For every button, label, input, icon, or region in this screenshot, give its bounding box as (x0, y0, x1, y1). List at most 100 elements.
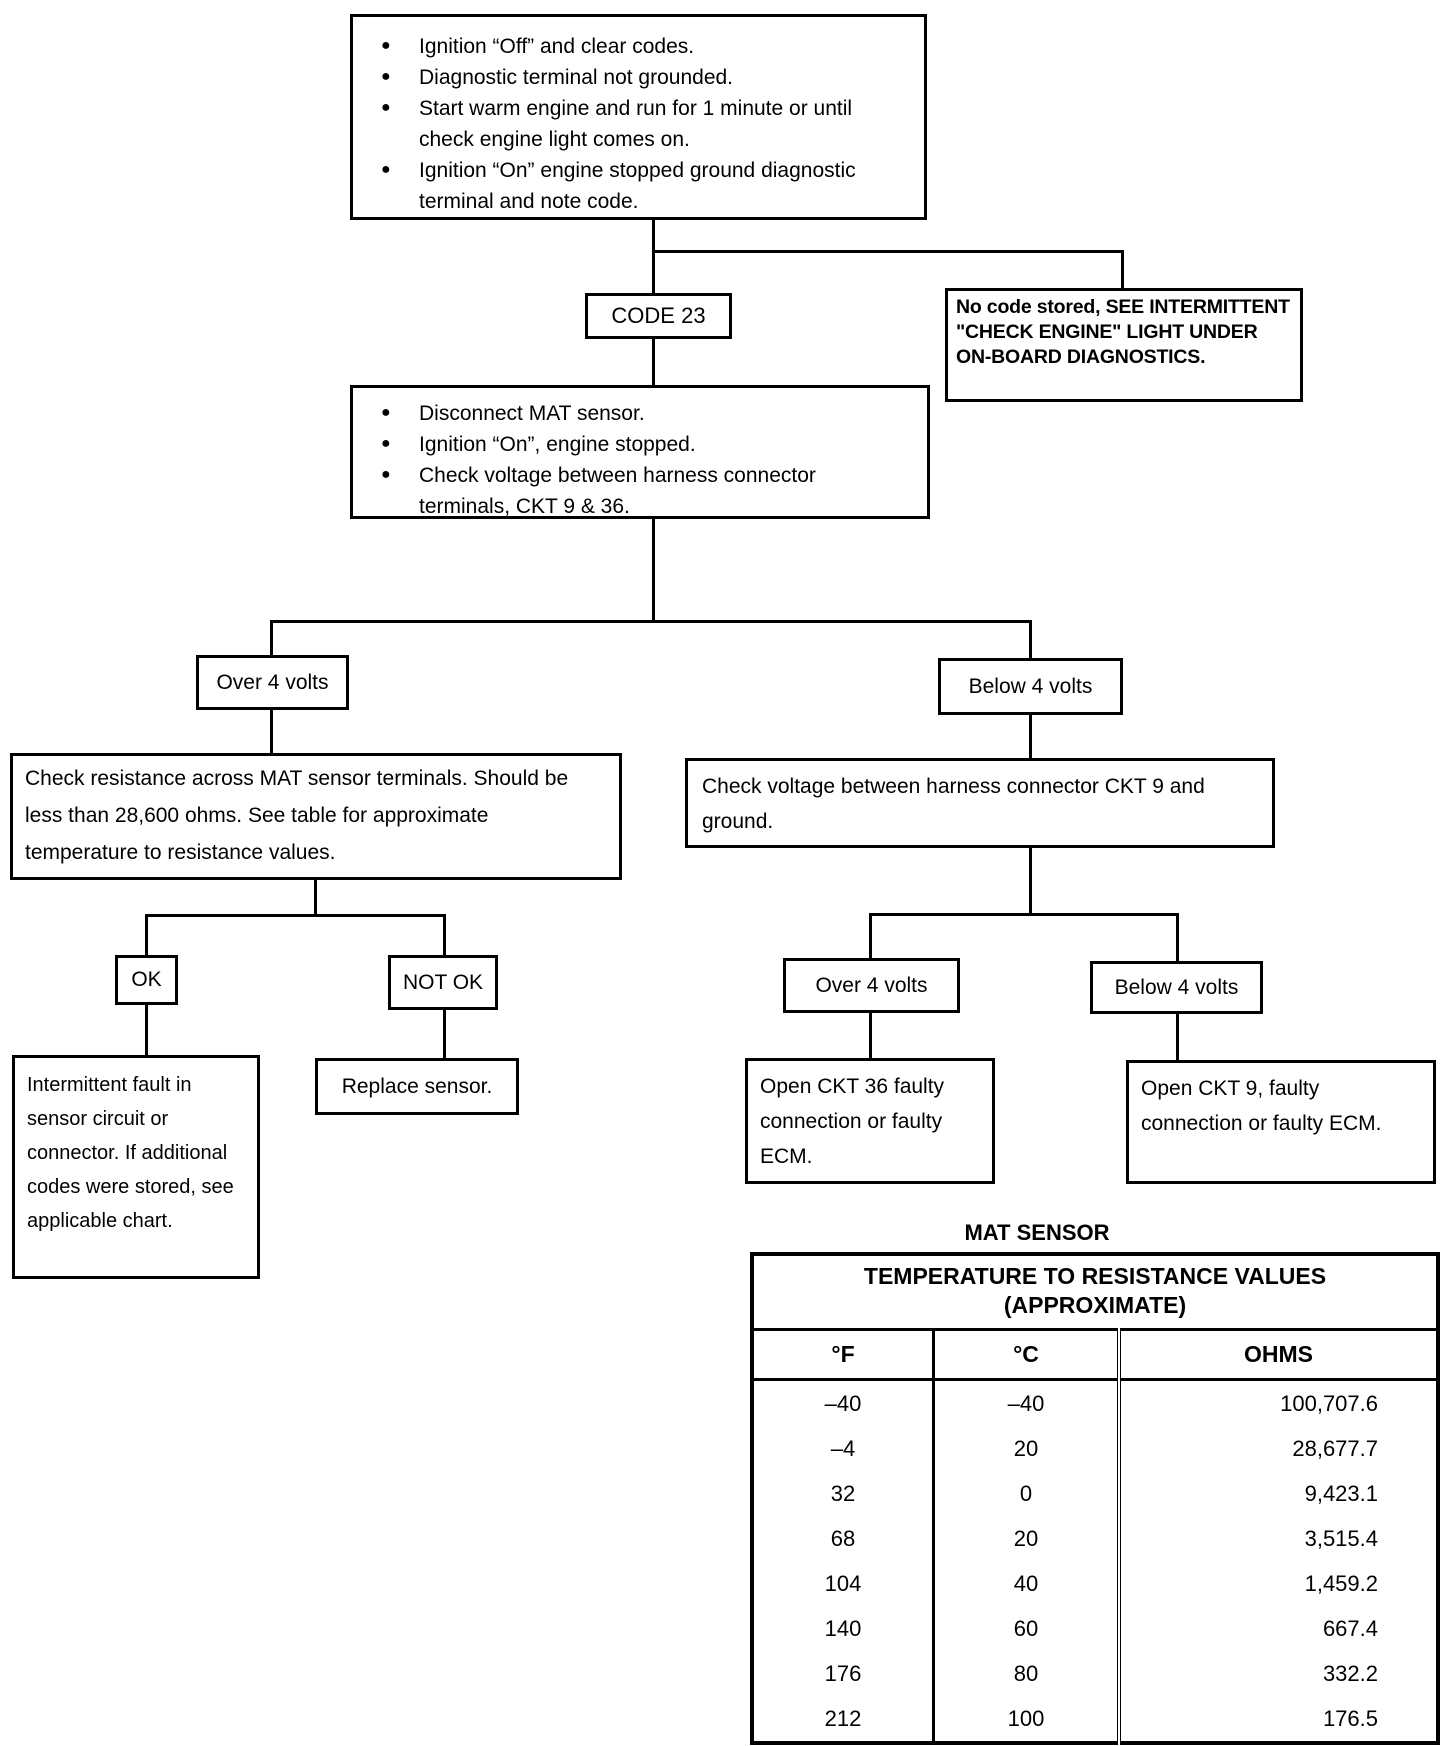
column-header-ohms: OHMS (1117, 1329, 1438, 1381)
bullet-icon: ● (381, 404, 391, 421)
list-item: ● Ignition “On”, engine stopped. (377, 429, 911, 460)
connector-line (652, 519, 655, 623)
open-ckt36-box: Open CKT 36 faulty connection or faulty … (745, 1058, 995, 1184)
table-row: 104 40 1,459.2 (752, 1561, 1438, 1606)
connector-line (443, 914, 446, 957)
list-item: ● Start warm engine and run for 1 minute… (377, 93, 908, 155)
test-step-text: Ignition “On”, engine stopped. (419, 433, 696, 456)
setup-step-text: Diagnostic terminal not grounded. (419, 66, 734, 89)
setup-step-text: Ignition “Off” and clear codes. (419, 35, 695, 58)
connector-line (145, 914, 446, 917)
table-caption-line2: (APPROXIMATE) (1003, 1292, 1187, 1318)
not-ok-box: NOT OK (388, 955, 498, 1010)
check-voltage-ground-box: Check voltage between harness connector … (685, 758, 1275, 848)
connector-line (145, 914, 148, 957)
below-4-volts-box-right: Below 4 volts (938, 658, 1123, 715)
table-cell: 32 (752, 1471, 935, 1516)
connector-line (869, 1013, 872, 1060)
table-caption-row: TEMPERATURE TO RESISTANCE VALUES (APPROX… (752, 1254, 1438, 1331)
table-cell: –40 (1007, 1390, 1045, 1416)
column-header-celsius: °C (933, 1329, 1119, 1381)
connector-line (1029, 715, 1032, 760)
table-row: 68 20 3,515.4 (752, 1516, 1438, 1561)
check-resistance-box: Check resistance across MAT sensor termi… (10, 753, 622, 880)
bullet-icon: ● (381, 99, 391, 116)
table-cell: 28,677.7 (1117, 1426, 1438, 1471)
setup-step-text: Ignition “On” engine stopped ground diag… (419, 159, 856, 213)
connector-line (1029, 848, 1032, 916)
connector-line (1176, 913, 1179, 963)
table-cell: 100 (1007, 1705, 1045, 1731)
table-cell: 40 (1013, 1570, 1039, 1596)
test-steps-box: ● Disconnect MAT sensor. ● Ignition “On”… (350, 385, 930, 519)
bullet-icon: ● (381, 466, 391, 483)
list-item: ● Check voltage between harness connecto… (377, 460, 911, 522)
connector-line (869, 913, 1179, 916)
test-step-text: Check voltage between harness connector … (419, 464, 816, 518)
connector-line (1029, 620, 1032, 660)
list-item: ● Ignition “On” engine stopped ground di… (377, 155, 908, 217)
table-cell: 68 (752, 1516, 935, 1561)
table-cell: 212 (752, 1696, 935, 1743)
table-cell: 9,423.1 (1117, 1471, 1438, 1516)
temperature-resistance-table: TEMPERATURE TO RESISTANCE VALUES (APPROX… (750, 1252, 1440, 1745)
list-item: ● Disconnect MAT sensor. (377, 398, 911, 429)
connector-line (1121, 250, 1124, 290)
table-cell: –40 (752, 1379, 935, 1426)
connector-line (270, 620, 1032, 623)
intermittent-fault-box: Intermittent fault in sensor circuit or … (12, 1055, 260, 1279)
mat-sensor-title: MAT SENSOR (964, 1220, 1110, 1245)
column-header-fahrenheit: °F (752, 1329, 935, 1381)
connector-line (652, 339, 655, 385)
table-cell: 1,459.2 (1117, 1561, 1438, 1606)
table-cell: 332.2 (1117, 1651, 1438, 1696)
no-code-stored-box: No code stored, SEE INTERMITTENT "CHECK … (945, 288, 1303, 402)
open-ckt9-box: Open CKT 9, faulty connection or faulty … (1126, 1060, 1436, 1184)
ok-box: OK (115, 955, 178, 1005)
over-4-volts-box-ckt36: Over 4 volts (783, 958, 960, 1013)
table-cell: –4 (752, 1426, 935, 1471)
bullet-icon: ● (381, 68, 391, 85)
bullet-icon: ● (381, 435, 391, 452)
replace-sensor-box: Replace sensor. (315, 1058, 519, 1115)
bullet-icon: ● (381, 161, 391, 178)
connector-line (652, 250, 1124, 253)
table-cell: 176 (752, 1651, 935, 1696)
table-header-row: °F °C OHMS (752, 1329, 1438, 1381)
table-row: 32 0 9,423.1 (752, 1471, 1438, 1516)
table-cell: 3,515.4 (1117, 1516, 1438, 1561)
table-cell: 104 (752, 1561, 935, 1606)
table-row: 212 100 176.5 (752, 1696, 1438, 1743)
connector-line (270, 710, 273, 755)
below-4-volts-box-ckt9: Below 4 volts (1090, 961, 1263, 1014)
table-row: –4 20 28,677.7 (752, 1426, 1438, 1471)
table-cell: 20 (1013, 1435, 1039, 1461)
setup-step-text: Start warm engine and run for 1 minute o… (419, 97, 853, 151)
table-row: 176 80 332.2 (752, 1651, 1438, 1696)
table-cell: 176.5 (1117, 1696, 1438, 1743)
list-item: ● Diagnostic terminal not grounded. (377, 62, 908, 93)
over-4-volts-box-left: Over 4 volts (196, 655, 349, 710)
connector-line (869, 913, 872, 960)
test-steps-list: ● Disconnect MAT sensor. ● Ignition “On”… (377, 398, 911, 522)
table-caption-line1: TEMPERATURE TO RESISTANCE VALUES (863, 1263, 1327, 1289)
table-cell: 667.4 (1117, 1606, 1438, 1651)
connector-line (652, 220, 655, 295)
setup-steps-list: ● Ignition “Off” and clear codes. ● Diag… (377, 31, 908, 217)
connector-line (443, 1010, 446, 1060)
connector-line (145, 1005, 148, 1057)
table-cell: 0 (1019, 1480, 1033, 1506)
connector-line (314, 880, 317, 917)
table-row: 140 60 667.4 (752, 1606, 1438, 1651)
test-step-text: Disconnect MAT sensor. (419, 402, 645, 425)
connector-line (1176, 1014, 1179, 1062)
table-caption: TEMPERATURE TO RESISTANCE VALUES (APPROX… (752, 1254, 1438, 1331)
setup-steps-box: ● Ignition “Off” and clear codes. ● Diag… (350, 14, 927, 220)
table-cell: 80 (1013, 1660, 1039, 1686)
code-23-box: CODE 23 (585, 293, 732, 339)
table-cell: 140 (752, 1606, 935, 1651)
list-item: ● Ignition “Off” and clear codes. (377, 31, 908, 62)
table-cell: 20 (1013, 1525, 1039, 1551)
table-cell: 60 (1013, 1615, 1039, 1641)
